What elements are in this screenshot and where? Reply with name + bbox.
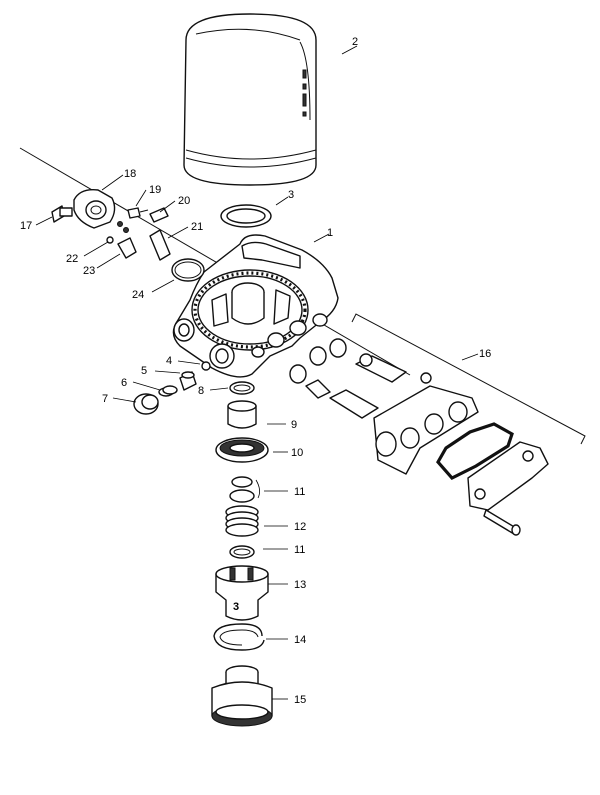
cap-15 bbox=[211, 665, 273, 727]
callout-2: 2 bbox=[352, 36, 358, 48]
callout-15: 15 bbox=[294, 694, 306, 706]
callout-11c: 11 bbox=[294, 544, 305, 556]
callout-1: 1 bbox=[327, 227, 333, 239]
callout-24: 24 bbox=[132, 289, 144, 301]
silencer-cap-17 bbox=[51, 205, 73, 223]
o-ring-24 bbox=[171, 258, 205, 282]
snap-ring-14 bbox=[213, 623, 265, 651]
clip-23 bbox=[117, 237, 137, 259]
callout-11a: 11 bbox=[294, 486, 305, 498]
o-ring-11-upper bbox=[229, 476, 255, 503]
callout-7: 7 bbox=[102, 393, 108, 405]
check-valve-19 bbox=[127, 207, 149, 219]
o-ring-11-lower bbox=[229, 545, 255, 559]
rod-21 bbox=[149, 229, 171, 261]
o-ring-4 bbox=[201, 361, 211, 371]
assembly-axis-lines bbox=[19, 147, 586, 445]
leader-lines bbox=[35, 45, 479, 700]
callout-4: 4 bbox=[166, 355, 172, 367]
screw-22 bbox=[106, 221, 129, 244]
callout-13: 13 bbox=[294, 579, 306, 591]
callout-17: 17 bbox=[20, 220, 32, 232]
valve-body-13: 3 bbox=[215, 565, 269, 621]
o-ring-8 bbox=[229, 381, 255, 395]
callout-9: 9 bbox=[291, 419, 297, 431]
callout-labels: 1 2 3 4 5 6 7 8 9 10 11 11 12 11 13 14 1… bbox=[20, 36, 491, 706]
valve-housing bbox=[172, 234, 339, 378]
desiccant-cartridge bbox=[183, 13, 317, 186]
callout-20: 20 bbox=[178, 195, 190, 207]
piston-9 bbox=[227, 400, 257, 429]
valve-disc-10 bbox=[215, 437, 269, 463]
valve-insert-5 bbox=[179, 371, 197, 391]
valve-cover-18 bbox=[73, 189, 116, 229]
callout-22: 22 bbox=[66, 253, 78, 265]
callout-12: 12 bbox=[294, 521, 306, 533]
plug-7 bbox=[133, 393, 159, 415]
callout-5: 5 bbox=[141, 365, 147, 377]
spring-12 bbox=[225, 505, 259, 537]
valve-block-assembly-16 bbox=[289, 338, 549, 536]
callout-6: 6 bbox=[121, 377, 127, 389]
callout-3: 3 bbox=[288, 189, 294, 201]
part-stamp-3: 3 bbox=[233, 601, 239, 613]
seal-ring-3 bbox=[220, 204, 272, 228]
callout-19: 19 bbox=[149, 184, 161, 196]
callout-14: 14 bbox=[294, 634, 306, 646]
spring-6 bbox=[158, 385, 178, 397]
sleeve-20 bbox=[149, 207, 169, 223]
callout-10: 10 bbox=[291, 447, 303, 459]
callout-23: 23 bbox=[83, 265, 95, 277]
cartridge-label-marks bbox=[302, 69, 307, 117]
callout-8: 8 bbox=[198, 385, 204, 397]
callout-21: 21 bbox=[191, 221, 203, 233]
callout-16: 16 bbox=[479, 348, 491, 360]
callout-18: 18 bbox=[124, 168, 136, 180]
